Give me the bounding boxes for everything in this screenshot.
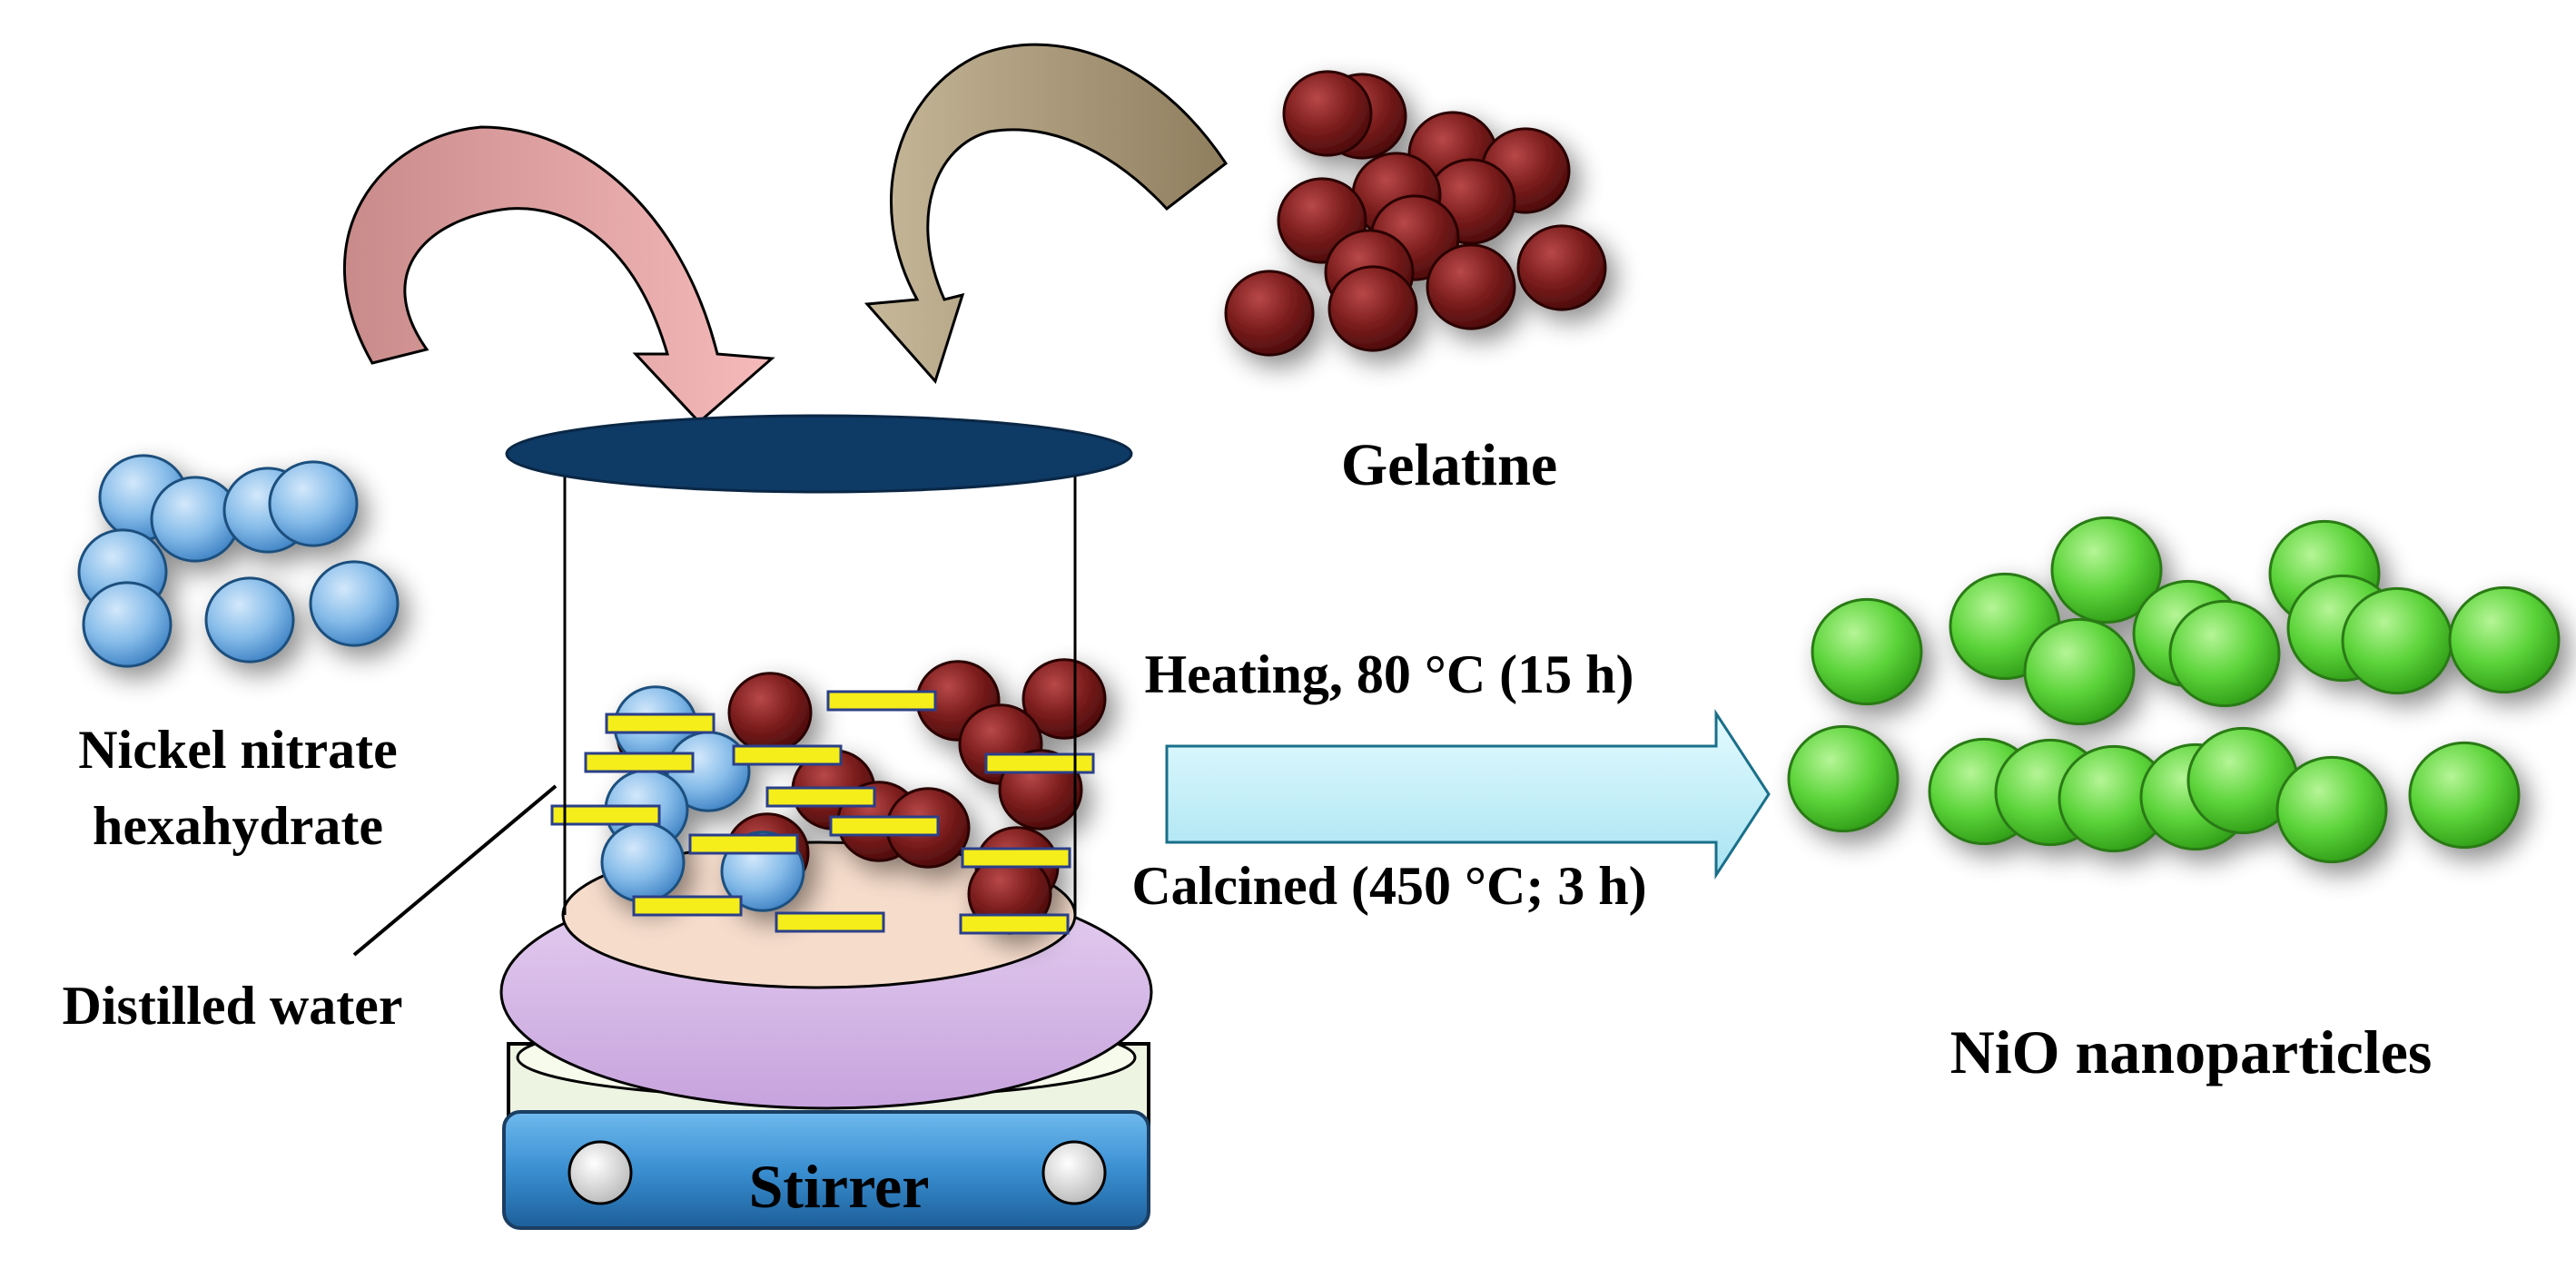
gelatine-particle	[727, 672, 813, 753]
nickel-nitrate-particle	[309, 560, 400, 647]
gelatine-particle	[1282, 70, 1373, 157]
nickel-nitrate-label-line2: hexahydrate	[93, 796, 383, 856]
stirring-bar	[584, 752, 695, 773]
nio-nanoparticle	[2023, 617, 2136, 726]
stirring-bar	[605, 713, 716, 734]
stirring-bar	[732, 744, 843, 766]
distilled-water-pointer	[352, 784, 558, 957]
stirrer-knob-left	[568, 1140, 633, 1205]
nickel-nitrate-particle	[82, 581, 173, 668]
stirrer-knob-right	[1041, 1140, 1107, 1205]
nickel-nitrate-particle-cluster	[77, 454, 400, 668]
gelatine-label: Gelatine	[1341, 432, 1557, 498]
nio-nanoparticle	[2275, 755, 2388, 864]
gelatine-particle	[1224, 270, 1315, 357]
nio-nanoparticles-label: NiO nanoparticles	[1950, 1017, 2433, 1086]
nio-nanoparticle	[2050, 516, 2163, 624]
nio-nanoparticle	[1811, 597, 1923, 706]
stirring-bar	[961, 847, 1071, 869]
nickel-nitrate-particle	[268, 460, 359, 547]
process-arrow	[1165, 708, 1771, 880]
gelatine-particle	[1516, 224, 1607, 311]
stirring-bar	[829, 815, 940, 837]
stirring-bar	[826, 690, 937, 712]
stirrer-base	[502, 1110, 1150, 1230]
beaker-lid	[505, 414, 1133, 494]
gelatine-particle	[1327, 265, 1418, 352]
nio-nanoparticle	[2448, 585, 2561, 694]
stirring-bars	[550, 690, 1095, 935]
pink-curved-arrow	[343, 125, 775, 425]
nio-nanoparticle	[2341, 586, 2453, 695]
stirring-bar	[959, 913, 1070, 935]
calcined-condition-label: Calcined (450 °C; 3 h)	[1131, 856, 1646, 916]
nio-nanoparticle	[2168, 599, 2281, 708]
olive-curved-arrow	[864, 43, 1229, 384]
gelatine-particle-cluster	[1224, 70, 1607, 357]
nickel-nitrate-label-line1: Nickel nitrate	[78, 720, 398, 780]
nio-nanoparticle-cluster	[1787, 516, 2561, 864]
nickel-nitrate-particle	[600, 821, 686, 903]
nio-nanoparticle	[1787, 724, 1900, 833]
beaker	[505, 414, 1133, 989]
stirrer-label: Stirrer	[749, 1152, 930, 1221]
stirring-bar	[550, 804, 661, 826]
nickel-nitrate-particle	[204, 576, 295, 664]
gelatine-particle	[1022, 658, 1107, 740]
heating-condition-label: Heating, 80 °C (15 h)	[1145, 644, 1634, 704]
stirring-bar	[775, 911, 885, 933]
gelatine-particle	[1426, 243, 1516, 330]
stirring-bar	[984, 752, 1095, 774]
stirring-bar	[632, 895, 743, 917]
stirring-bar	[765, 786, 876, 808]
distilled-water-label: Distilled water	[63, 976, 403, 1036]
nio-nanoparticle	[2408, 741, 2521, 850]
stirring-bar	[688, 833, 799, 855]
